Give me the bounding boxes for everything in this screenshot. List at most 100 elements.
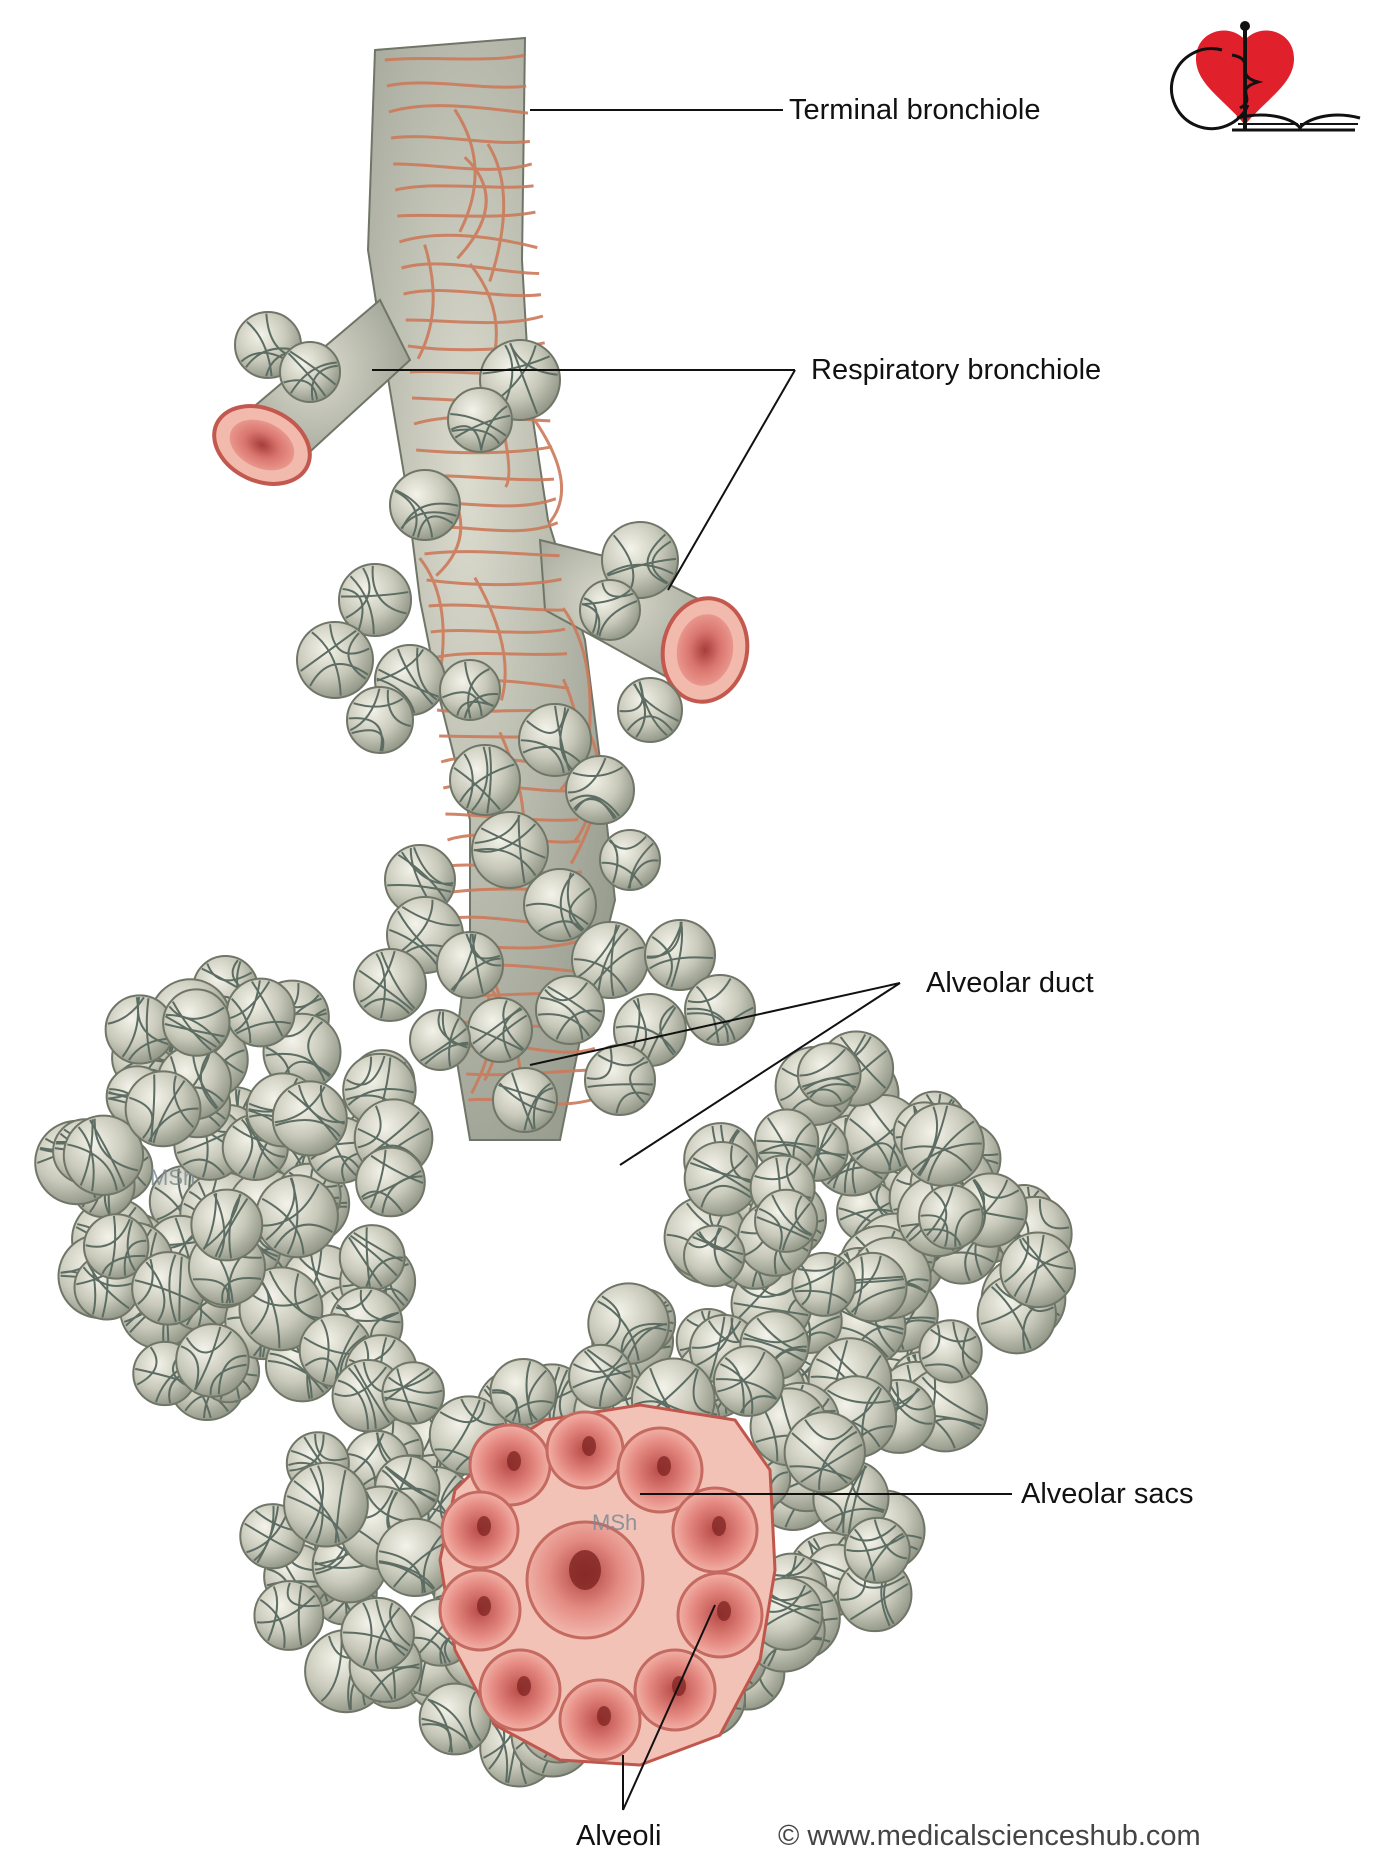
alveolus-vein xyxy=(294,1273,320,1319)
alveolus-vein xyxy=(540,996,584,1040)
alveolus-vein xyxy=(920,1214,949,1247)
alveolus-vein xyxy=(853,1256,864,1315)
alveolus-vein xyxy=(1039,1199,1070,1230)
capillary xyxy=(432,651,568,660)
alveolus-vein xyxy=(709,1316,726,1379)
alveolus-vein xyxy=(362,1602,373,1667)
alveolus-vein xyxy=(800,1264,812,1306)
alveolus-vein xyxy=(267,1586,279,1642)
alveolus xyxy=(682,1224,746,1288)
alveolus xyxy=(712,1345,785,1417)
alveolus-vein xyxy=(259,1598,286,1648)
alveolus-vein xyxy=(329,624,370,655)
alveolus-vein xyxy=(847,1465,867,1534)
alveolus-vein xyxy=(452,933,477,992)
alveolus xyxy=(796,1042,862,1107)
alveolus-vein xyxy=(781,1202,811,1251)
alveolus-vein xyxy=(472,1006,522,1045)
alveolus-vein xyxy=(370,1154,424,1185)
alveolus-vein xyxy=(932,1191,948,1243)
alveolus-vein xyxy=(261,1197,305,1255)
alveolus xyxy=(535,975,605,1045)
alveolus xyxy=(683,1140,760,1217)
label-respiratory-bronchiole: Respiratory bronchiole xyxy=(811,354,1102,386)
alveolus xyxy=(565,755,635,825)
alveolus-vein xyxy=(384,1367,430,1402)
alveolus-vein xyxy=(287,352,327,397)
alveolus-vein xyxy=(463,753,474,809)
leader-alveoli-2 xyxy=(622,1604,716,1811)
alveolus-vein xyxy=(733,1302,809,1317)
alveolus-vein xyxy=(136,1346,158,1386)
alveolus-vein xyxy=(165,1013,221,1045)
alveolus-vein xyxy=(794,1289,848,1304)
alveolus-vein xyxy=(809,1083,857,1099)
alveolus-vein xyxy=(375,953,386,1019)
alveolus-vein xyxy=(547,985,601,1023)
alveolus-vein xyxy=(194,1326,222,1391)
alveolus-vein xyxy=(422,1532,444,1593)
alveolus-vein xyxy=(577,924,621,978)
alveolus-vein xyxy=(467,668,490,719)
alveolus-vein xyxy=(509,342,539,415)
alveolus-vein xyxy=(659,1004,675,1056)
alveolus-vein xyxy=(376,677,416,714)
alveolus-vein xyxy=(421,1717,474,1749)
alveolus-cut xyxy=(633,1648,717,1732)
alveolus xyxy=(918,1319,983,1384)
alveolus-vein xyxy=(743,1331,805,1344)
capillary xyxy=(428,603,564,612)
alveolus-vein xyxy=(77,1126,95,1192)
alveolus-vein xyxy=(269,1352,325,1394)
alveolus-vein xyxy=(888,1382,933,1411)
alveolus-vein xyxy=(471,933,484,994)
capillary xyxy=(426,577,562,587)
alveolus-vein xyxy=(347,1088,414,1106)
capillary xyxy=(384,53,525,62)
alveolus-vein xyxy=(168,1254,177,1323)
right-bronchiole-opening xyxy=(660,596,750,704)
alveolus-vein xyxy=(724,1356,745,1414)
alveolus-vein xyxy=(629,1060,649,1104)
alveolus-vein xyxy=(855,1142,902,1168)
capillary xyxy=(388,104,529,115)
alveolus-vein xyxy=(839,1036,887,1089)
alveolus-vein xyxy=(442,691,483,717)
alveolus xyxy=(355,1146,426,1218)
alveolus-vein xyxy=(463,693,499,719)
alveolus xyxy=(62,1114,145,1196)
alveolus-vein xyxy=(789,1465,853,1481)
watermark-center: MSh xyxy=(592,1510,638,1535)
alveolus-vein xyxy=(396,1368,418,1423)
alveolus xyxy=(518,703,592,777)
alveolus-vein xyxy=(371,565,407,615)
alveolus-vein xyxy=(283,379,318,400)
alveolus-vein xyxy=(290,361,337,394)
alveolus-vein xyxy=(927,1120,975,1182)
alveolus-vein xyxy=(793,1261,845,1290)
alveolus-vein xyxy=(381,1175,423,1214)
alveolus-vein xyxy=(396,648,434,705)
alveolus xyxy=(418,1682,492,1756)
alveolus-vein xyxy=(349,575,375,635)
alveolus-cut xyxy=(676,1571,764,1659)
alveolus-vein xyxy=(319,1085,345,1125)
alveolus-vein xyxy=(348,1236,383,1288)
alveolus-vein xyxy=(235,1020,292,1035)
alveolus xyxy=(254,1174,339,1259)
alveolus xyxy=(783,1411,866,1494)
alveolus-vein xyxy=(346,1055,386,1086)
alveolus xyxy=(389,469,461,541)
alveolus-vein xyxy=(864,1532,904,1580)
alveolus-cut xyxy=(545,1410,625,1490)
alveolus-vein xyxy=(486,746,492,814)
alveolus-vein xyxy=(468,1691,482,1742)
alveolus-vein xyxy=(615,1091,650,1114)
alveolus xyxy=(599,829,661,891)
alveolus-vein xyxy=(214,1197,249,1258)
alveolus-vein xyxy=(849,1583,909,1621)
alveolus-vein xyxy=(849,1118,892,1171)
capillary xyxy=(418,557,445,676)
alveolus-vein xyxy=(168,1005,225,1020)
alveolus-vein xyxy=(244,1117,285,1158)
